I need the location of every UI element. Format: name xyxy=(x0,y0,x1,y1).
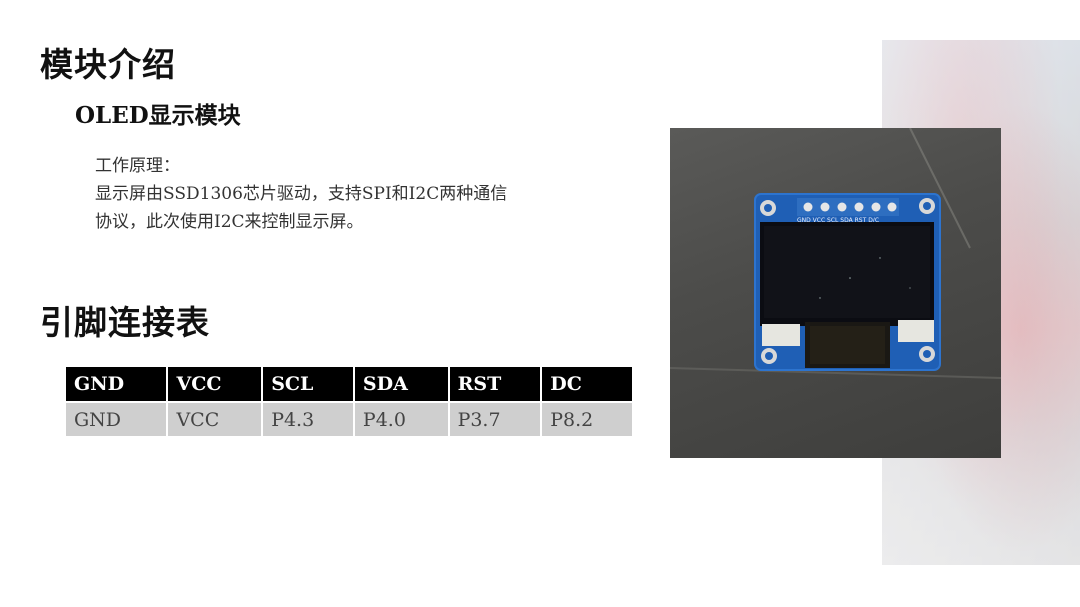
table-cell: P3.7 xyxy=(449,401,541,436)
principle-paragraph: 工作原理： 显示屏由SSD1306芯片驱动，支持SPI和I2C两种通信 协议，此… xyxy=(95,152,565,236)
oled-module-illustration: GND VCC SCL SDA RST D/C xyxy=(670,128,1001,379)
table-header-cell: RST xyxy=(449,367,541,401)
table-cell: P8.2 xyxy=(542,401,632,436)
page-title: 模块介绍 xyxy=(40,45,176,84)
table-header-cell: DC xyxy=(542,367,632,401)
pcb-label: GND VCC SCL SDA RST D/C xyxy=(797,217,879,224)
table-header-cell: SCL xyxy=(263,367,353,401)
pin-table-title: 引脚连接表 xyxy=(40,303,210,342)
table-header-cell: VCC xyxy=(168,367,262,401)
oled-module-photo: GND VCC SCL SDA RST D/C xyxy=(670,128,1001,458)
table-cell: VCC xyxy=(168,401,262,436)
table-cell: P4.3 xyxy=(263,401,353,436)
principle-line: 工作原理： xyxy=(95,156,180,176)
section-subtitle: OLED显示模块 xyxy=(75,102,241,129)
principle-line: 协议，此次使用I2C来控制显示屏。 xyxy=(95,212,364,232)
table-header-cell: GND xyxy=(66,367,167,401)
table-row: GND VCC P4.3 P4.0 P3.7 P8.2 xyxy=(66,401,632,436)
table-header-cell: SDA xyxy=(354,367,448,401)
principle-line: 显示屏由SSD1306芯片驱动，支持SPI和I2C两种通信 xyxy=(95,184,508,204)
pin-connection-table: GND VCC SCL SDA RST DC GND VCC P4.3 P4.0… xyxy=(64,367,634,436)
table-cell: GND xyxy=(66,401,167,436)
table-cell: P4.0 xyxy=(354,401,448,436)
table-header-row: GND VCC SCL SDA RST DC xyxy=(66,367,632,401)
